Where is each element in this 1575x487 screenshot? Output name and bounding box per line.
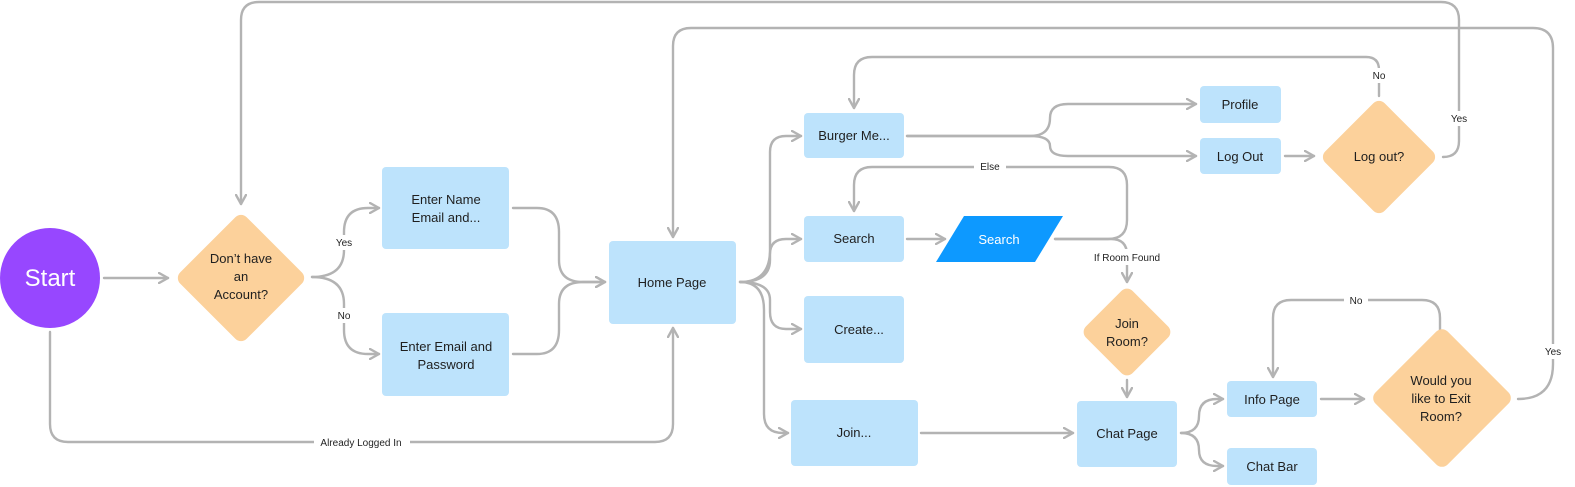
create-node[interactable]: Create... (804, 296, 904, 363)
chat-page-node[interactable]: Chat Page (1077, 401, 1177, 467)
chat-bar-box (1227, 448, 1317, 485)
burger-menu-label: Burger Me... (818, 128, 890, 143)
profile-box (1200, 86, 1281, 123)
enter-email-node[interactable]: Enter Email and Password (382, 313, 509, 396)
enter-name-box (382, 167, 509, 249)
connector-logout-no (854, 55, 1381, 110)
logout-decision-label: Log out? (1354, 149, 1405, 164)
log-out-label: Log Out (1217, 149, 1264, 164)
connector-start-already-logged-in (48, 326, 673, 444)
edge-label-logout-no-text: No (1373, 71, 1386, 82)
edge-label-exit-yes: Yes (1539, 344, 1567, 359)
start-node[interactable]: Start (0, 228, 100, 328)
edge-label-else: Else (974, 159, 1006, 174)
connector-home-to-create (738, 280, 803, 329)
create-box (804, 296, 904, 363)
logout-decision-node[interactable]: Log out? (1320, 98, 1439, 217)
connector-email-to-home (511, 282, 607, 356)
burger-menu-box (804, 113, 904, 158)
connector-chat-to-chatbar (1179, 431, 1225, 466)
home-page-box (609, 241, 736, 324)
search-node[interactable]: Search (804, 216, 904, 262)
exit-decision-line1: Would you (1410, 373, 1471, 388)
chat-page-box (1077, 401, 1177, 467)
edge-label-exit-no: No (1344, 293, 1368, 308)
home-page-node[interactable]: Home Page (609, 241, 736, 324)
connector-burger-to-logout (905, 134, 1198, 156)
join-room-line1: Join (1115, 316, 1139, 331)
enter-name-node[interactable]: Enter Name Email and... (382, 167, 509, 249)
join-room-decision-diamond (1083, 288, 1171, 376)
start-label: Start (25, 265, 76, 292)
info-page-box (1227, 381, 1317, 417)
info-page-node[interactable]: Info Page (1227, 381, 1317, 417)
profile-node[interactable]: Profile (1200, 86, 1281, 123)
search-box (804, 216, 904, 262)
connector-home-to-search (738, 239, 803, 284)
logout-decision-diamond (1322, 100, 1436, 214)
exit-decision-line3: Room? (1420, 409, 1462, 424)
exit-decision-node[interactable]: Would you like to Exit Room? (1370, 326, 1514, 470)
join-room-line2: Room? (1106, 334, 1148, 349)
enter-name-line2: Email and... (412, 210, 481, 225)
edge-label-exit-yes-text: Yes (1545, 347, 1561, 358)
edge-label-logout-yes: Yes (1445, 111, 1473, 126)
account-decision-line1: Don’t have (210, 251, 272, 266)
edge-label-no-account-text: No (338, 311, 351, 322)
burger-menu-node[interactable]: Burger Me... (804, 113, 904, 158)
edge-label-logout-yes-text: Yes (1451, 114, 1467, 125)
start-circle (0, 228, 100, 328)
edge-label-else-text: Else (980, 162, 1000, 173)
edge-label-yes-account: Yes (330, 235, 358, 250)
profile-label: Profile (1222, 97, 1259, 112)
connector-home-to-join (738, 280, 790, 433)
search-io-label: Search (978, 232, 1019, 247)
account-decision-line3: Account? (214, 287, 268, 302)
search-io-parallelogram (936, 216, 1063, 262)
connector-searchio-else (854, 165, 1129, 241)
join-label: Join... (837, 425, 872, 440)
account-decision-diamond (177, 214, 305, 342)
connector-chat-to-info (1179, 399, 1225, 435)
home-page-label: Home Page (638, 275, 707, 290)
chat-page-label: Chat Page (1096, 426, 1157, 441)
enter-email-box (382, 313, 509, 396)
info-page-label: Info Page (1244, 392, 1300, 407)
nodes: Start Don’t have an Account? Enter Name … (0, 86, 1514, 485)
connector-burger-to-profile (905, 104, 1198, 138)
connector-name-to-home (511, 206, 607, 282)
enter-email-line2: Password (417, 357, 474, 372)
enter-name-line1: Enter Name (411, 192, 480, 207)
log-out-node[interactable]: Log Out (1200, 138, 1281, 174)
account-decision-node[interactable]: Don’t have an Account? (175, 212, 308, 345)
edge-labels: Yes No Already Logged In Else If Room Fo… (314, 68, 1567, 450)
join-node[interactable]: Join... (791, 400, 918, 466)
chat-bar-label: Chat Bar (1246, 459, 1298, 474)
log-out-box (1200, 138, 1281, 174)
exit-decision-diamond (1373, 329, 1511, 467)
enter-email-line1: Enter Email and (400, 339, 493, 354)
edge-label-no-account: No (332, 308, 356, 323)
search-label: Search (833, 231, 874, 246)
edge-label-logout-no: No (1367, 68, 1391, 83)
edge-label-if-room-found-text: If Room Found (1094, 253, 1160, 264)
account-decision-line2: an (234, 269, 248, 284)
search-io-node[interactable]: Search (936, 216, 1063, 262)
connector-loop-to-account (241, 0, 1461, 206)
edge-label-exit-no-text: No (1350, 296, 1363, 307)
exit-decision-line2: like to Exit (1411, 391, 1471, 406)
join-room-decision-node[interactable]: Join Room? (1080, 285, 1173, 378)
chat-bar-node[interactable]: Chat Bar (1227, 448, 1317, 485)
create-label: Create... (834, 322, 884, 337)
edge-label-already-logged-in: Already Logged In (314, 434, 410, 450)
join-box (791, 400, 918, 466)
connector-account-yes (310, 208, 381, 279)
edge-label-if-room-found: If Room Found (1088, 249, 1166, 265)
edge-label-already-logged-in-text: Already Logged In (320, 438, 401, 449)
connector-account-no (310, 275, 381, 354)
connectors (48, 0, 1555, 466)
connector-loop-to-home (673, 26, 1555, 401)
edge-label-yes-account-text: Yes (336, 238, 352, 249)
